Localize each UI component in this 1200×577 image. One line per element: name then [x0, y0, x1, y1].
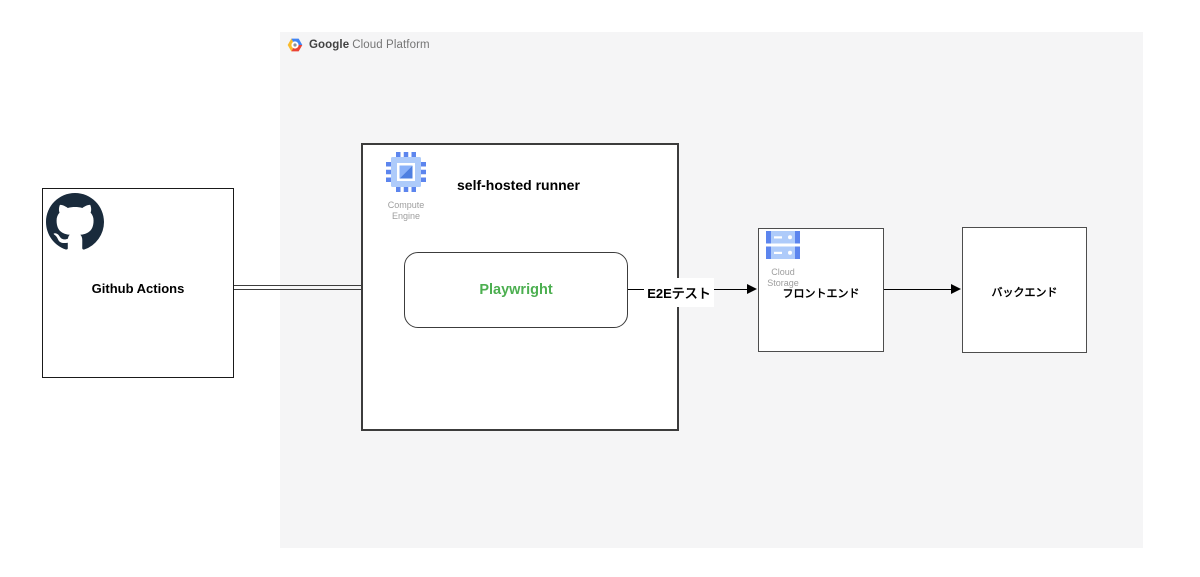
cloud-storage-caption: Cloud Storage	[767, 267, 799, 288]
github-actions-label: Github Actions	[91, 281, 185, 296]
connector-github-to-runner	[234, 284, 361, 290]
playwright-label: Playwright	[479, 282, 553, 298]
cloud-storage-icon-stack: Cloud Storage	[760, 231, 806, 289]
github-octocat-icon	[46, 193, 104, 251]
arrowhead-to-frontend	[747, 284, 757, 294]
arrowhead-to-backend	[951, 284, 961, 294]
node-github-actions: Github Actions	[42, 188, 234, 378]
gcp-brand-bold: Google	[309, 39, 350, 51]
node-playwright: Playwright	[404, 252, 628, 328]
backend-label: バックエンド	[991, 287, 1058, 299]
compute-engine-icon	[386, 152, 426, 192]
compute-engine-caption: Compute Engine	[387, 200, 425, 221]
gcp-brand-rest: Cloud Platform	[352, 39, 430, 51]
e2e-test-edge-label: E2Eテスト	[644, 278, 714, 307]
node-backend: バックエンド	[962, 227, 1087, 353]
frontend-label: フロントエンド	[782, 288, 860, 300]
self-hosted-runner-title: self-hosted runner	[457, 177, 580, 193]
cloud-storage-icon	[766, 231, 800, 259]
google-cloud-hexagon-icon	[287, 37, 303, 53]
connector-frontend-to-backend	[884, 288, 952, 290]
compute-engine-icon-stack: Compute Engine	[383, 152, 429, 222]
